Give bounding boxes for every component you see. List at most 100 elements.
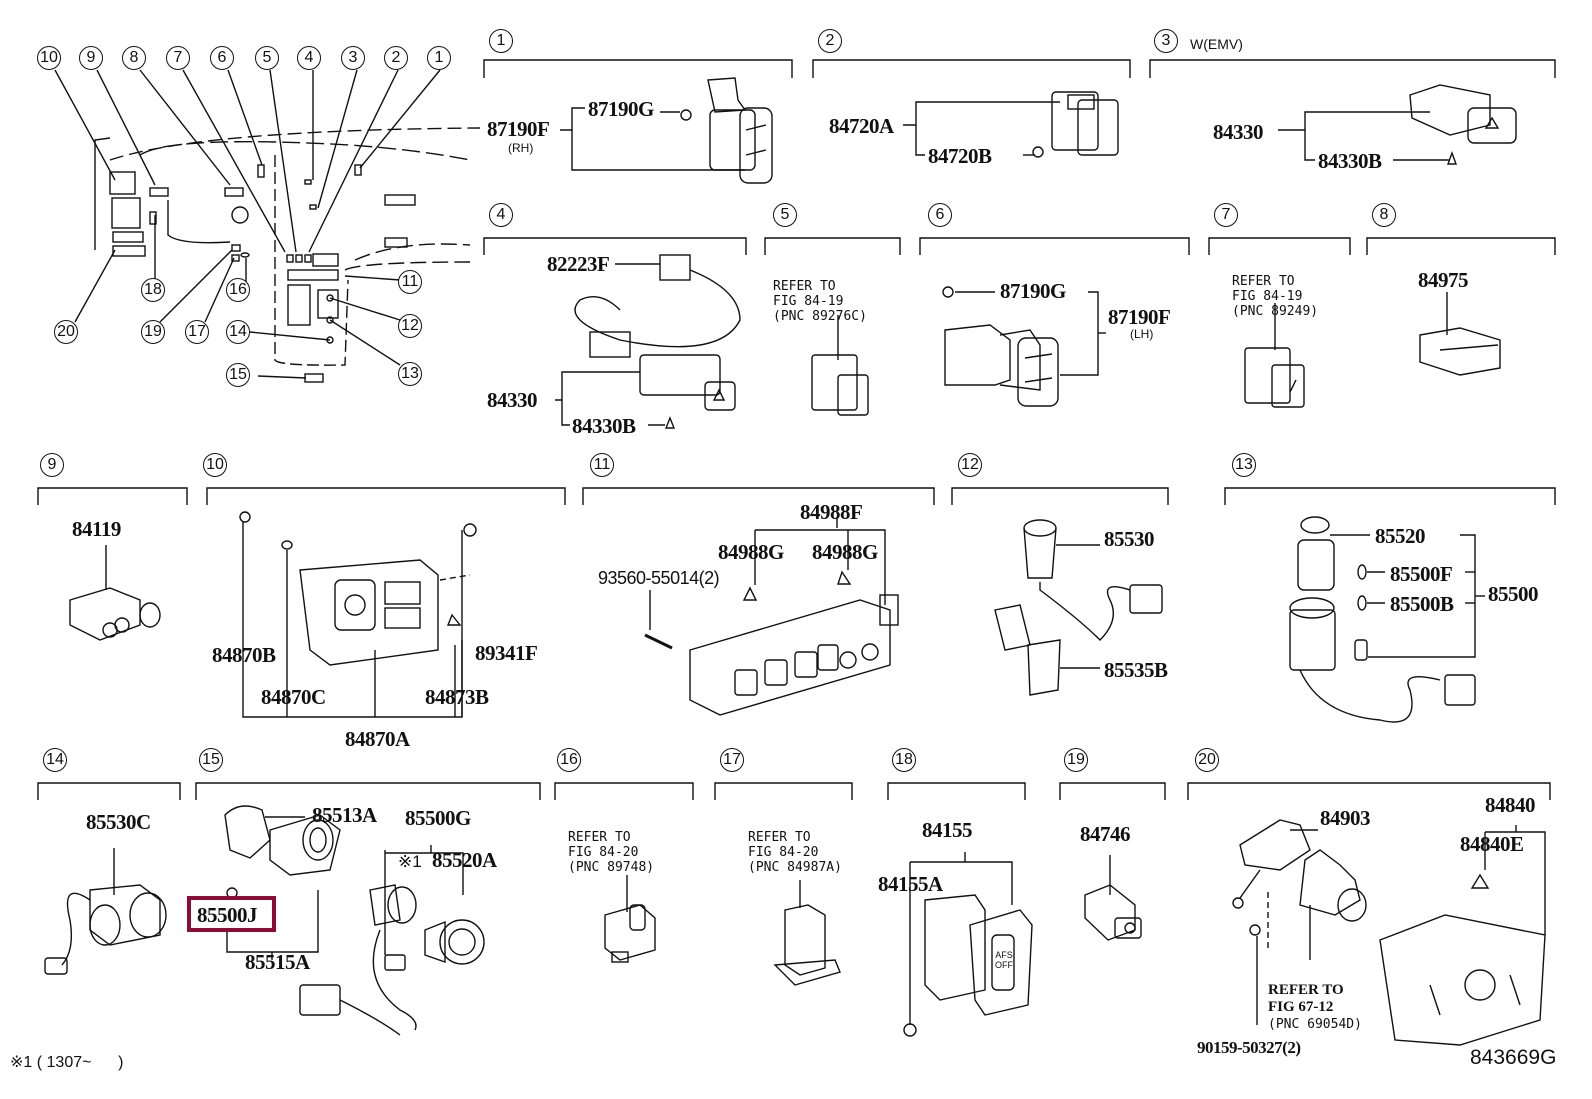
part-85500B[interactable]: 85500B — [1390, 592, 1454, 616]
part-85515A[interactable]: 85515A — [245, 950, 310, 974]
part-84988G[interactable]: 84988G — [812, 540, 878, 564]
dashboard-overview-drawing — [54, 69, 481, 383]
callout-7[interactable]: 7 — [166, 46, 190, 70]
part-84330[interactable]: 84330 — [1213, 120, 1264, 144]
part-87190G[interactable]: 87190G — [588, 97, 654, 121]
part-85520A[interactable]: 85520A — [432, 848, 497, 872]
callout-2[interactable]: 2 — [384, 46, 408, 70]
callout-1[interactable]: 1 — [427, 46, 451, 70]
part-84870C[interactable]: 84870C — [261, 685, 326, 709]
part-85530C[interactable]: 85530C — [86, 810, 151, 834]
refer-note-7[interactable]: REFER TO FIG 84-19 (PNC 89249) — [1232, 259, 1318, 319]
refer-pnc: (PNC 69054D) — [1268, 1017, 1362, 1032]
part-90159-50327[interactable]: 90159-50327(2) — [1197, 1038, 1301, 1057]
refer-fig: FIG 67-12 — [1268, 999, 1334, 1015]
callout-4[interactable]: 4 — [297, 46, 321, 70]
part-84873B[interactable]: 84873B — [425, 685, 489, 709]
section-4-number: 4 — [489, 203, 513, 227]
section-3-number: 3 — [1154, 29, 1178, 53]
part-84330B[interactable]: 84330B — [572, 414, 636, 438]
part-84330B[interactable]: 84330B — [1318, 149, 1382, 173]
part-85500[interactable]: 85500 — [1488, 582, 1539, 606]
part-drawing-16 — [604, 875, 656, 963]
section-19-number: 19 — [1064, 748, 1088, 772]
refer-pnc: (PNC 84987A) — [748, 860, 842, 875]
refer-pnc: (PNC 89748) — [568, 860, 655, 875]
section-16-number: 16 — [557, 748, 581, 772]
callout-9[interactable]: 9 — [79, 46, 103, 70]
part-drawing-4 — [555, 254, 741, 429]
part-85500J-highlighted[interactable]: 85500J — [197, 903, 258, 927]
part-drawing-12 — [994, 519, 1163, 696]
callout-11[interactable]: 11 — [398, 270, 422, 294]
part-84840[interactable]: 84840 — [1485, 793, 1536, 817]
refer-note-16[interactable]: REFER TO FIG 84-20 (PNC 89748) — [568, 815, 654, 875]
callout-14[interactable]: 14 — [226, 320, 250, 344]
refer-note-5[interactable]: REFER TO FIG 84-19 (PNC 89276C) — [773, 264, 867, 324]
callout-20[interactable]: 20 — [54, 320, 78, 344]
refer-line: REFER TO — [1232, 274, 1295, 289]
part-84330[interactable]: 84330 — [487, 388, 538, 412]
callout-3[interactable]: 3 — [341, 46, 365, 70]
refer-fig: FIG 84-20 — [568, 845, 639, 860]
part-84988G[interactable]: 84988G — [718, 540, 784, 564]
part-84155[interactable]: 84155 — [922, 818, 973, 842]
part-84119[interactable]: 84119 — [72, 517, 121, 541]
part-85535B[interactable]: 85535B — [1104, 658, 1168, 682]
part-84155A[interactable]: 84155A — [878, 872, 943, 896]
part-85513A[interactable]: 85513A — [312, 803, 377, 827]
part-82223F[interactable]: 82223F — [547, 252, 610, 276]
section-7-number: 7 — [1214, 203, 1238, 227]
part-84746[interactable]: 84746 — [1080, 822, 1131, 846]
part-84840E[interactable]: 84840E — [1460, 832, 1524, 856]
part-85530[interactable]: 85530 — [1104, 527, 1155, 551]
callout-19[interactable]: 19 — [141, 320, 165, 344]
part-84903[interactable]: 84903 — [1320, 806, 1371, 830]
callout-5[interactable]: 5 — [255, 46, 279, 70]
part-drawing-9 — [69, 545, 161, 641]
part-87190F-rh[interactable]: 87190F — [487, 117, 550, 141]
part-84975[interactable]: 84975 — [1418, 268, 1469, 292]
side-label-lh: (LH) — [1130, 327, 1154, 341]
part-87190F-lh[interactable]: 87190F — [1108, 305, 1171, 329]
section-6-number: 6 — [928, 203, 952, 227]
part-drawing-10 — [239, 511, 477, 718]
section-9-number: 9 — [40, 453, 64, 477]
callout-16[interactable]: 16 — [226, 278, 250, 302]
part-drawing-15 — [224, 805, 485, 1036]
part-drawing-7 — [1244, 303, 1305, 408]
refer-note-17[interactable]: REFER TO FIG 84-20 (PNC 84987A) — [748, 815, 842, 875]
callout-13[interactable]: 13 — [398, 362, 422, 386]
section-20-number: 20 — [1195, 748, 1219, 772]
footnote-marker: ※1 — [398, 852, 422, 871]
section-3-qualifier: W(EMV) — [1190, 36, 1243, 52]
part-84988F[interactable]: 84988F — [800, 500, 863, 524]
part-89341F[interactable]: 89341F — [475, 641, 538, 665]
part-85500F[interactable]: 85500F — [1390, 562, 1453, 586]
button-text-line: OFF — [995, 960, 1013, 970]
section-14-number: 14 — [43, 748, 67, 772]
part-84720B[interactable]: 84720B — [928, 144, 992, 168]
part-84720A[interactable]: 84720A — [829, 114, 894, 138]
part-85500G[interactable]: 85500G — [405, 806, 471, 830]
callout-18[interactable]: 18 — [141, 278, 165, 302]
button-text-line: AFS — [995, 950, 1013, 960]
afs-off-button-label: AFS OFF — [995, 950, 1013, 970]
part-84870B[interactable]: 84870B — [212, 643, 276, 667]
callout-8[interactable]: 8 — [122, 46, 146, 70]
section-11-number: 11 — [590, 453, 614, 477]
callout-12[interactable]: 12 — [398, 314, 422, 338]
refer-fig: FIG 84-20 — [748, 845, 819, 860]
callout-15[interactable]: 15 — [226, 363, 250, 387]
part-drawing-3 — [1278, 84, 1517, 165]
callout-10[interactable]: 10 — [37, 46, 61, 70]
part-87190G[interactable]: 87190G — [1000, 279, 1066, 303]
part-85520[interactable]: 85520 — [1375, 524, 1426, 548]
part-drawing-8 — [1419, 292, 1501, 376]
callout-17[interactable]: 17 — [185, 320, 209, 344]
part-84870A[interactable]: 84870A — [345, 727, 410, 751]
refer-note-20[interactable]: REFER TO FIG 67-12 (PNC 69054D) — [1268, 965, 1362, 1033]
part-93560-55014[interactable]: 93560-55014(2) — [598, 568, 720, 588]
callout-6[interactable]: 6 — [210, 46, 234, 70]
